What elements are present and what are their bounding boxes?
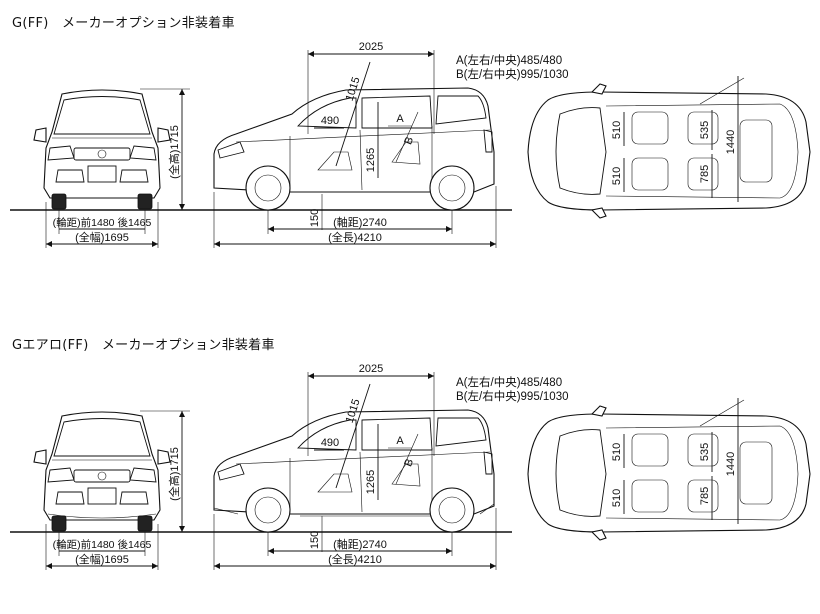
headroom-dimension: 490 — [321, 115, 339, 127]
top-view: 510 510 535 785 1440 — [527, 398, 811, 541]
top-dim-510-rear: 510 — [611, 489, 623, 507]
top-dim-510-front: 510 — [611, 121, 623, 139]
front-height-dimension: (全高)1715 — [167, 447, 181, 501]
ground-clearance-dimension: 150 — [309, 209, 321, 227]
top-dim-1440: 1440 — [725, 452, 737, 476]
left-mirror — [33, 449, 47, 465]
front-view: (全高)1715 (輪距)前1480 後1465 (全幅)1695 — [33, 410, 190, 570]
side-view: 2025 1015 490 1265 A B 150 (軸距)2740 — [213, 41, 497, 248]
top-body — [527, 91, 811, 211]
top-right-mirror — [590, 207, 607, 219]
top-dim-785: 785 — [699, 487, 711, 505]
front-grille — [73, 147, 131, 161]
front-right-tire — [137, 515, 153, 532]
front-left-tire — [51, 193, 67, 210]
front-body — [43, 411, 161, 521]
brand-emblem-icon — [97, 149, 107, 159]
front-height-dimension: (全高)1715 — [167, 125, 181, 179]
marker-b: B — [402, 457, 416, 468]
side-body — [213, 409, 495, 515]
note-a: A(左右/中央)485/480 — [456, 375, 562, 389]
wheelbase-dimension: (軸距)2740 — [333, 537, 387, 551]
aero-lip — [47, 513, 157, 519]
section-drawing: (全高)1715 (輪距)前1480 後1465 (全幅)1695 — [10, 41, 811, 248]
top-windshield — [555, 429, 607, 517]
tread-dimension: (輪距)前1480 後1465 — [53, 538, 152, 551]
front-wheel — [245, 165, 291, 211]
interior-height-dimension: 1265 — [365, 148, 377, 172]
front-windshield — [53, 418, 151, 457]
front-left-tire — [51, 515, 67, 532]
front-side-window — [297, 97, 357, 129]
wheelbase-dimension: (軸距)2740 — [333, 215, 387, 229]
rear-wheel — [429, 487, 475, 533]
note-a: A(左右/中央)485/480 — [456, 53, 562, 67]
top-dim-510-rear: 510 — [611, 167, 623, 185]
cabin-length-dimension: 2025 — [359, 363, 383, 375]
top-windshield — [555, 107, 607, 195]
license-plate — [87, 165, 117, 183]
front-windshield — [53, 96, 151, 135]
marker-a: A — [396, 113, 404, 125]
section-title: Gエアロ(FF) メーカーオプション非装着車 — [12, 338, 275, 353]
front-right-tire — [137, 193, 153, 210]
interior-height-dimension: 1265 — [365, 470, 377, 494]
section-drawing: (全高)1715 (輪距)前1480 後1465 (全幅)1695 — [10, 363, 811, 570]
right-mirror — [157, 127, 171, 143]
quarter-window — [435, 417, 487, 447]
top-dim-1440: 1440 — [725, 130, 737, 154]
section-title: G(FF) メーカーオプション非装着車 — [12, 16, 235, 31]
rear-wheel — [429, 165, 475, 211]
top-view: 510 510 535 785 1440 — [527, 76, 811, 219]
top-left-mirror — [590, 405, 607, 417]
top-dim-535: 535 — [699, 121, 711, 139]
brand-emblem-icon — [97, 471, 107, 481]
right-mirror — [157, 449, 171, 465]
side-view: 2025 1015 490 1265 A B 150 (軸距)2740 — [213, 363, 497, 570]
width-dimension: (全幅)1695 — [75, 230, 129, 244]
overall-length-dimension: (全長)4210 — [328, 230, 382, 244]
note-b: B(左/右中央)995/1030 — [456, 67, 569, 81]
note-b: B(左/右中央)995/1030 — [456, 389, 569, 403]
ground-clearance-dimension: 150 — [309, 531, 321, 549]
width-dimension: (全幅)1695 — [75, 552, 129, 566]
left-mirror — [33, 127, 47, 143]
front-view: (全高)1715 (輪距)前1480 後1465 (全幅)1695 — [33, 88, 190, 248]
side-body — [213, 87, 495, 193]
top-dim-535: 535 — [699, 443, 711, 461]
license-plate — [87, 487, 117, 505]
front-grille — [73, 469, 131, 483]
top-dim-510-front: 510 — [611, 443, 623, 461]
marker-a: A — [396, 435, 404, 447]
front-body — [43, 89, 161, 199]
marker-b: B — [402, 135, 416, 146]
overall-length-dimension: (全長)4210 — [328, 552, 382, 566]
front-wheel — [245, 487, 291, 533]
tread-dimension: (輪距)前1480 後1465 — [53, 216, 152, 229]
cabin-length-dimension: 2025 — [359, 41, 383, 53]
top-left-mirror — [590, 83, 607, 95]
front-side-window — [297, 419, 357, 451]
quarter-window — [435, 95, 487, 125]
headroom-dimension: 490 — [321, 437, 339, 449]
top-dim-785: 785 — [699, 165, 711, 183]
top-body — [527, 413, 811, 533]
top-right-mirror — [590, 529, 607, 541]
